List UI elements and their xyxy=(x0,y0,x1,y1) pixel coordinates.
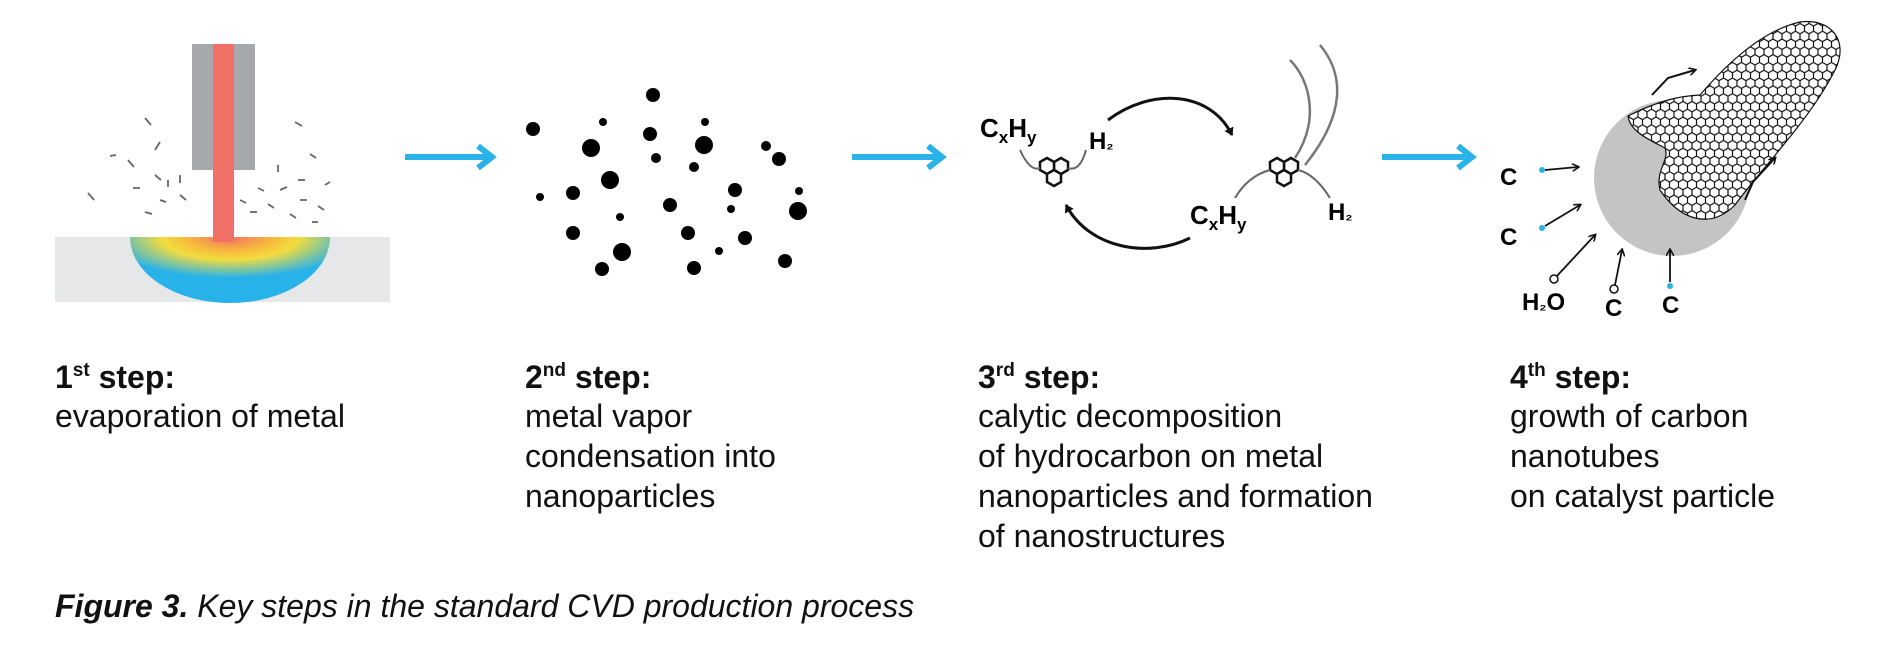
step-3-description: calytic decomposition of hydrocarbon on … xyxy=(978,398,1373,554)
carbon-label-4: C xyxy=(1662,292,1679,319)
cycle-arrow-bottom xyxy=(1064,204,1191,250)
melt-pool xyxy=(130,237,330,303)
figure-caption-text: Key steps in the standard CVD production… xyxy=(188,588,915,624)
feed-arrows xyxy=(1544,167,1670,286)
growth-arrows xyxy=(1651,70,1775,201)
step-2: 2nd step: metal vapor condensation into … xyxy=(525,358,776,516)
hex-molecule-top xyxy=(1038,156,1070,188)
arrow-3-to-4 xyxy=(1382,143,1477,171)
hydrocarbon-label-bottom: CxHy xyxy=(1190,200,1247,234)
figure-label: Figure 3. xyxy=(55,588,189,624)
carbon-label-2: C xyxy=(1500,224,1517,251)
process-arrows xyxy=(405,143,1477,171)
feed-dots xyxy=(1539,167,1673,294)
laser-beam xyxy=(213,44,234,242)
carbon-label-3: C xyxy=(1605,295,1622,322)
step-4: 4th step: growth of carbon nanotubes on … xyxy=(1510,358,1775,516)
step4-illustration: C C H₂O C C xyxy=(1500,20,1841,322)
tube-wall-inner xyxy=(1289,59,1311,159)
figure-caption: Figure 3. Key steps in the standard CVD … xyxy=(55,588,914,625)
step-3: 3rd step: calytic decomposition of hydro… xyxy=(978,358,1373,556)
hydrogen-label-top: H₂ xyxy=(1089,128,1113,155)
step-2-title: 2nd step: xyxy=(525,359,652,395)
step-3-title: 3rd step: xyxy=(978,359,1101,395)
arrow-1-to-2 xyxy=(405,143,497,171)
step-4-title: 4th step: xyxy=(1510,359,1632,395)
step-1: 1st step: evaporation of metal xyxy=(55,358,345,436)
step-1-title: 1st step: xyxy=(55,359,176,395)
step2-nanoparticles xyxy=(526,88,807,276)
hydrogen-label-bottom: H₂ xyxy=(1328,199,1352,226)
step-4-description: growth of carbon nanotubes on catalyst p… xyxy=(1510,398,1776,514)
hydrocarbon-label-top: CxHy xyxy=(980,113,1037,147)
step3-illustration: CxHy H₂ CxHy H₂ xyxy=(980,44,1352,250)
hex-molecule-right xyxy=(1268,156,1300,188)
arrow-2-to-3 xyxy=(852,143,947,171)
tube-wall-outer xyxy=(1304,44,1339,166)
cycle-arrow-top xyxy=(1107,96,1234,136)
step-1-description: evaporation of metal xyxy=(55,398,345,434)
vapor-streaks xyxy=(87,117,331,223)
carbon-label-1: C xyxy=(1500,164,1517,191)
step1-illustration xyxy=(55,44,390,303)
water-label: H₂O xyxy=(1522,289,1565,316)
step-2-description: metal vapor condensation into nanopartic… xyxy=(525,398,776,514)
